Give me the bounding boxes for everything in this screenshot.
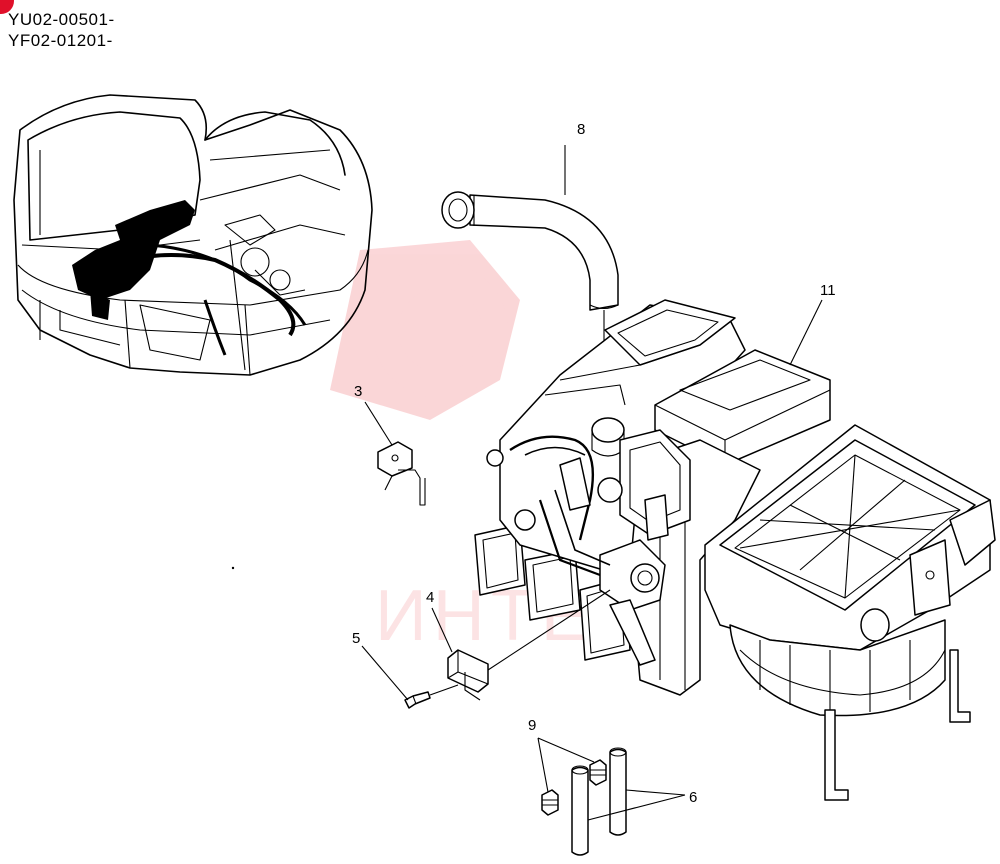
duct-hose-part-6 bbox=[441, 191, 619, 400]
callout-5: 5 bbox=[352, 630, 360, 647]
callout-6: 8 bbox=[577, 121, 585, 138]
pipe-part-8 bbox=[571, 747, 627, 856]
callout-9: 9 bbox=[528, 717, 536, 734]
cab-overview bbox=[13, 94, 373, 376]
serial-range-2: YF02-01201- bbox=[8, 31, 113, 50]
bracket-part-3 bbox=[377, 441, 426, 506]
callout-4: 4 bbox=[426, 589, 434, 606]
watermark-logo bbox=[330, 240, 520, 420]
plate-part-4 bbox=[447, 649, 489, 701]
callout-8: 6 bbox=[689, 789, 697, 806]
callout-11: 11 bbox=[820, 282, 836, 299]
nut-part-9 bbox=[541, 759, 607, 816]
bolt-part-5 bbox=[404, 691, 431, 709]
serial-range-1: YU02-00501- bbox=[8, 10, 115, 29]
leader-lines bbox=[361, 145, 823, 821]
callout-3: 3 bbox=[354, 383, 362, 400]
heater-unit-part-11 bbox=[474, 299, 996, 801]
